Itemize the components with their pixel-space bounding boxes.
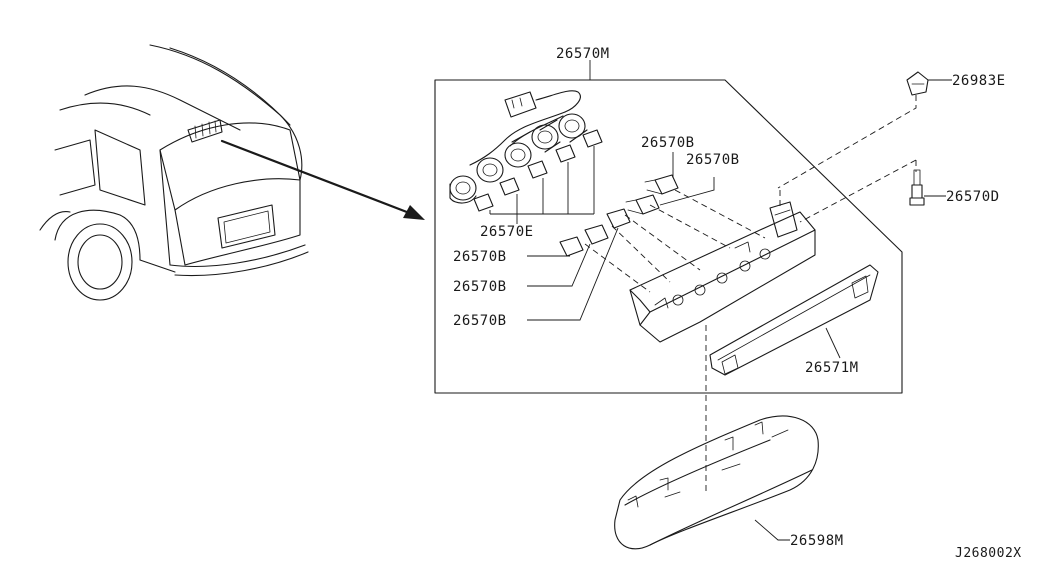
lamp-housing	[584, 189, 816, 343]
bulb-socket-cluster	[449, 90, 603, 224]
pointer-arrow	[220, 139, 425, 220]
lamp-cover	[614, 325, 819, 550]
label-26570b-4: 26570B	[453, 279, 507, 295]
assembly-frame	[434, 79, 903, 394]
label-26570b-1: 26570B	[641, 135, 695, 151]
label-26570b-5: 26570B	[453, 313, 507, 329]
label-26571m: 26571M	[805, 360, 859, 376]
part-labels: 26570M 26983E 26570D 26570B 26570B 26570…	[453, 46, 1022, 561]
label-26570m: 26570M	[556, 46, 610, 62]
label-26598m: 26598M	[790, 533, 844, 549]
label-26983e: 26983E	[952, 73, 1006, 89]
label-26570b-3: 26570B	[453, 249, 507, 265]
label-26570d: 26570D	[946, 189, 1000, 205]
label-26570b-2: 26570B	[686, 152, 740, 168]
diagram-id: J268002X	[955, 546, 1022, 561]
lamp-lens	[709, 264, 879, 376]
clip-26983e	[777, 71, 952, 189]
small-sockets	[527, 152, 715, 321]
screw-26570d	[799, 159, 946, 223]
vehicle-illustration	[39, 44, 309, 301]
label-26570e: 26570E	[480, 224, 534, 240]
